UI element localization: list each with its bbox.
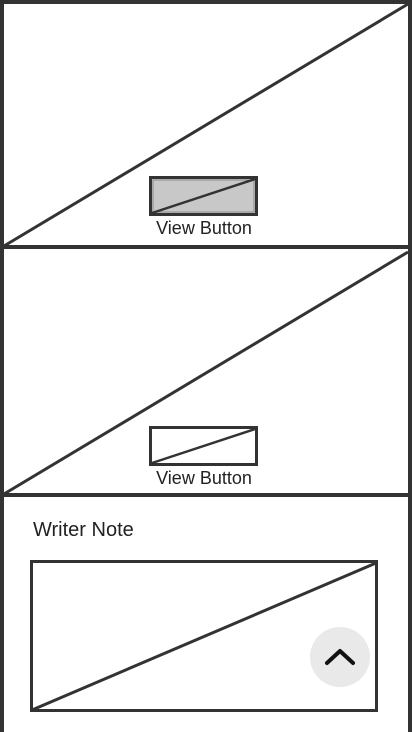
scroll-to-top-button[interactable] xyxy=(310,627,370,687)
button-image-placeholder-2 xyxy=(149,426,258,466)
view-button-1[interactable] xyxy=(149,176,258,216)
image-card-2 xyxy=(0,248,412,496)
view-button-2[interactable] xyxy=(149,426,258,466)
frame-left-border xyxy=(0,0,4,732)
frame-top-border xyxy=(0,0,412,4)
image-card-1 xyxy=(0,0,412,248)
view-button-label-1[interactable]: View Button xyxy=(156,218,252,238)
writer-note-title: Writer Note xyxy=(33,519,134,541)
card-divider-2 xyxy=(0,493,412,497)
card-divider-1 xyxy=(0,245,412,249)
button-image-placeholder-1 xyxy=(149,176,258,216)
chevron-up-icon xyxy=(325,649,355,665)
view-button-label-2[interactable]: View Button xyxy=(156,468,252,488)
image-placeholder-1 xyxy=(3,2,409,248)
frame-right-border xyxy=(408,0,412,732)
image-placeholder-2 xyxy=(3,250,409,496)
